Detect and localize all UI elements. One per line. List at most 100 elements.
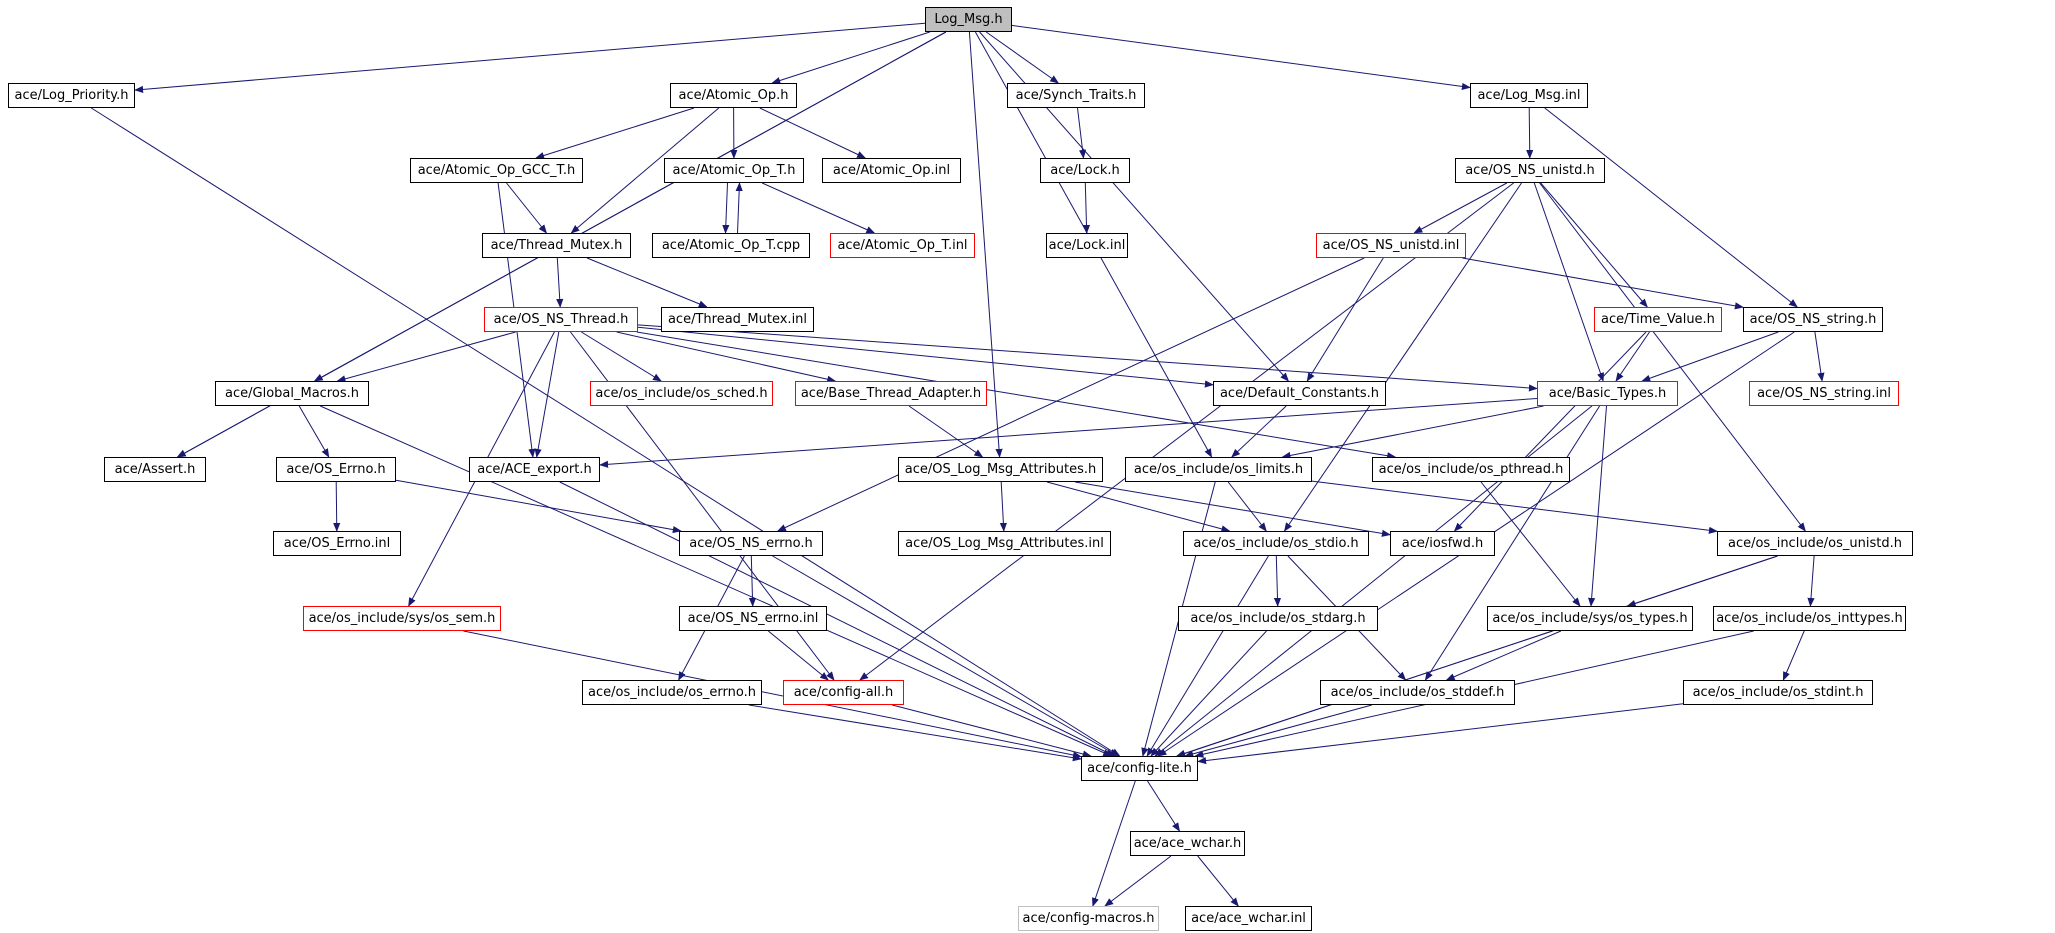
edge-os-ns-thread-h-to-os-sched-h bbox=[581, 331, 662, 382]
node-os-ns-string-h[interactable]: ace/OS_NS_string.h bbox=[1743, 307, 1883, 332]
edge-atomic-op-h-to-thread-mutex-h bbox=[570, 107, 720, 234]
edge-log-msg-inl-to-os-ns-unistd-h bbox=[1526, 107, 1534, 159]
edge-config-all-h-to-config-lite-h bbox=[892, 704, 1092, 758]
edge-log-msg-h-to-log-msg-inl bbox=[1011, 24, 1471, 90]
edge-os-ns-string-h-to-os-ns-string-inl bbox=[1814, 331, 1825, 382]
node-os-ns-thread-h[interactable]: ace/OS_NS_Thread.h bbox=[484, 307, 638, 332]
node-os-log-msg-attributes-inl[interactable]: ace/OS_Log_Msg_Attributes.inl bbox=[898, 531, 1111, 556]
edge-os-stdio-h-to-config-lite-h bbox=[1146, 555, 1269, 757]
edge-os-ns-unistd-inl-to-os-ns-string-h bbox=[1462, 257, 1744, 310]
node-ace-wchar-inl[interactable]: ace/ace_wchar.inl bbox=[1185, 906, 1312, 931]
node-os-ns-unistd-h[interactable]: ace/OS_NS_unistd.h bbox=[1455, 158, 1605, 183]
node-config-all-h[interactable]: ace/config-all.h bbox=[783, 680, 904, 705]
edge-os-ns-unistd-h-to-os-stdio-h bbox=[1283, 182, 1522, 532]
edge-os-ns-string-h-to-basic-types-h bbox=[1641, 331, 1779, 382]
node-atomic-op-t-cpp[interactable]: ace/Atomic_Op_T.cpp bbox=[652, 233, 810, 258]
edge-lock-h-to-lock-inl bbox=[1082, 182, 1091, 234]
node-log-msg-h[interactable]: Log_Msg.h bbox=[925, 7, 1012, 32]
node-assert-h[interactable]: ace/Assert.h bbox=[104, 457, 206, 482]
edge-log-msg-h-to-synch-traits-h bbox=[985, 31, 1060, 84]
edge-os-errno-h-to-os-ns-errno-h bbox=[395, 479, 682, 534]
edge-os-ns-errno-h-to-config-lite-h bbox=[772, 555, 1119, 757]
node-os-stdio-h[interactable]: ace/os_include/os_stdio.h bbox=[1183, 531, 1369, 556]
edge-synch-traits-h-to-lock-h bbox=[1077, 107, 1087, 159]
node-atomic-op-t-inl[interactable]: ace/Atomic_Op_T.inl bbox=[830, 233, 975, 258]
node-os-ns-errno-inl[interactable]: ace/OS_NS_errno.inl bbox=[679, 606, 827, 631]
node-os-ns-errno-h[interactable]: ace/OS_NS_errno.h bbox=[679, 531, 823, 556]
node-os-sem-h[interactable]: ace/os_include/sys/os_sem.h bbox=[303, 606, 501, 631]
edge-ace-wchar-h-to-ace-wchar-inl bbox=[1197, 855, 1239, 907]
edge-os-errno-inc-h-to-config-lite-h bbox=[748, 704, 1082, 762]
node-os-ns-string-inl[interactable]: ace/OS_NS_string.inl bbox=[1749, 381, 1899, 406]
edge-os-ns-unistd-h-to-time-value-h bbox=[1540, 182, 1648, 308]
node-os-pthread-h[interactable]: ace/os_include/os_pthread.h bbox=[1372, 457, 1570, 482]
node-os-unistd-h[interactable]: ace/os_include/os_unistd.h bbox=[1717, 531, 1913, 556]
node-os-limits-h[interactable]: ace/os_include/os_limits.h bbox=[1125, 457, 1312, 482]
node-os-inttypes-h[interactable]: ace/os_include/os_inttypes.h bbox=[1713, 606, 1906, 631]
edge-os-stdarg-h-to-config-lite-h bbox=[1150, 630, 1267, 757]
node-basic-types-h[interactable]: ace/Basic_Types.h bbox=[1537, 381, 1678, 406]
edge-os-log-msg-attributes-h-to-os-stdio-h bbox=[1046, 481, 1231, 533]
node-atomic-op-inl[interactable]: ace/Atomic_Op.inl bbox=[822, 158, 961, 183]
edge-atomic-op-t-h-to-atomic-op-t-inl bbox=[761, 182, 876, 234]
edge-os-ns-errno-h-to-os-ns-errno-inl bbox=[748, 555, 757, 607]
node-config-lite-h[interactable]: ace/config-lite.h bbox=[1081, 756, 1198, 781]
edge-os-log-msg-attributes-h-to-os-log-msg-attributes-inl bbox=[999, 481, 1007, 532]
node-log-msg-inl[interactable]: ace/Log_Msg.inl bbox=[1470, 83, 1588, 108]
node-default-constants-h[interactable]: ace/Default_Constants.h bbox=[1213, 381, 1386, 406]
edge-basic-types-h-to-os-limits-h bbox=[1281, 405, 1544, 459]
edge-basic-types-h-to-os-stddef-h bbox=[1424, 405, 1601, 681]
node-atomic-op-h[interactable]: ace/Atomic_Op.h bbox=[670, 83, 797, 108]
edge-os-ns-errno-inl-to-config-all-h bbox=[767, 630, 829, 681]
edge-ace-export-h-to-config-lite-h bbox=[559, 481, 1116, 757]
node-iosfwd-h[interactable]: ace/iosfwd.h bbox=[1390, 531, 1495, 556]
edge-os-ns-thread-h-to-ace-export-h bbox=[534, 331, 560, 458]
edge-os-stddef-h-to-config-lite-h bbox=[1184, 704, 1372, 758]
edge-atomic-op-h-to-atomic-op-inl bbox=[759, 107, 867, 159]
edge-log-msg-h-to-global-macros-h bbox=[313, 31, 947, 382]
edge-os-ns-unistd-inl-to-os-ns-errno-h bbox=[776, 257, 1365, 532]
edge-os-limits-h-to-os-unistd-h bbox=[1311, 480, 1718, 534]
edge-os-ns-thread-h-to-default-constants-h bbox=[637, 326, 1214, 388]
edge-time-value-h-to-iosfwd-h bbox=[1453, 331, 1647, 532]
node-os-sched-h[interactable]: ace/os_include/os_sched.h bbox=[590, 381, 773, 406]
node-global-macros-h[interactable]: ace/Global_Macros.h bbox=[215, 381, 369, 406]
node-lock-h[interactable]: ace/Lock.h bbox=[1040, 158, 1130, 183]
edge-os-unistd-h-to-os-inttypes-h bbox=[1807, 555, 1815, 607]
edge-ace-wchar-h-to-config-macros-h bbox=[1104, 855, 1172, 907]
node-os-types-h[interactable]: ace/os_include/sys/os_types.h bbox=[1487, 606, 1693, 631]
edge-os-ns-unistd-inl-to-default-constants-h bbox=[1306, 257, 1384, 382]
node-os-stddef-h[interactable]: ace/os_include/os_stddef.h bbox=[1320, 680, 1515, 705]
edge-os-ns-unistd-h-to-os-ns-unistd-inl bbox=[1413, 182, 1508, 234]
node-lock-inl[interactable]: ace/Lock.inl bbox=[1046, 233, 1128, 258]
node-atomic-op-t-h[interactable]: ace/Atomic_Op_T.h bbox=[664, 158, 804, 183]
edge-config-lite-h-to-ace-wchar-h bbox=[1147, 780, 1180, 832]
edge-base-thread-adapter-h-to-os-log-msg-attributes-h bbox=[908, 405, 984, 458]
node-os-log-msg-attributes-h[interactable]: ace/OS_Log_Msg_Attributes.h bbox=[898, 457, 1103, 482]
node-os-errno-h[interactable]: ace/OS_Errno.h bbox=[276, 457, 396, 482]
edge-default-constants-h-to-os-limits-h bbox=[1231, 405, 1287, 458]
node-os-ns-unistd-inl[interactable]: ace/OS_NS_unistd.inl bbox=[1316, 233, 1466, 258]
node-thread-mutex-h[interactable]: ace/Thread_Mutex.h bbox=[482, 233, 631, 258]
node-base-thread-adapter-h[interactable]: ace/Base_Thread_Adapter.h bbox=[795, 381, 987, 406]
node-synch-traits-h[interactable]: ace/Synch_Traits.h bbox=[1007, 83, 1145, 108]
edge-os-errno-h-to-os-errno-inl bbox=[333, 481, 341, 532]
node-ace-export-h[interactable]: ace/ACE_export.h bbox=[469, 457, 600, 482]
node-time-value-h[interactable]: ace/Time_Value.h bbox=[1594, 307, 1722, 332]
node-thread-mutex-inl[interactable]: ace/Thread_Mutex.inl bbox=[661, 307, 814, 332]
node-log-priority-h[interactable]: ace/Log_Priority.h bbox=[8, 83, 135, 108]
edge-os-log-msg-attributes-h-to-iosfwd-h bbox=[1075, 481, 1391, 537]
edge-os-ns-unistd-h-to-os-unistd-h bbox=[1539, 182, 1806, 532]
node-os-errno-inc-h[interactable]: ace/os_include/os_errno.h bbox=[582, 680, 762, 705]
edge-atomic-op-t-cpp-to-atomic-op-t-h bbox=[735, 182, 743, 234]
edge-os-stdio-h-to-os-stdarg-h bbox=[1273, 555, 1282, 607]
node-os-stdint-h[interactable]: ace/os_include/os_stdint.h bbox=[1683, 680, 1873, 705]
node-os-errno-inl[interactable]: ace/OS_Errno.inl bbox=[273, 531, 401, 556]
edge-thread-mutex-h-to-thread-mutex-inl bbox=[586, 257, 708, 308]
edge-log-msg-inl-to-os-ns-string-h bbox=[1544, 107, 1798, 308]
edge-global-macros-h-to-os-errno-h bbox=[298, 405, 330, 458]
node-os-stdarg-h[interactable]: ace/os_include/os_stdarg.h bbox=[1178, 606, 1378, 631]
node-atomic-op-gcc-t-h[interactable]: ace/Atomic_Op_GCC_T.h bbox=[410, 158, 583, 183]
edge-os-stdint-h-to-config-lite-h bbox=[1197, 703, 1684, 765]
node-ace-wchar-h[interactable]: ace/ace_wchar.h bbox=[1130, 831, 1245, 856]
